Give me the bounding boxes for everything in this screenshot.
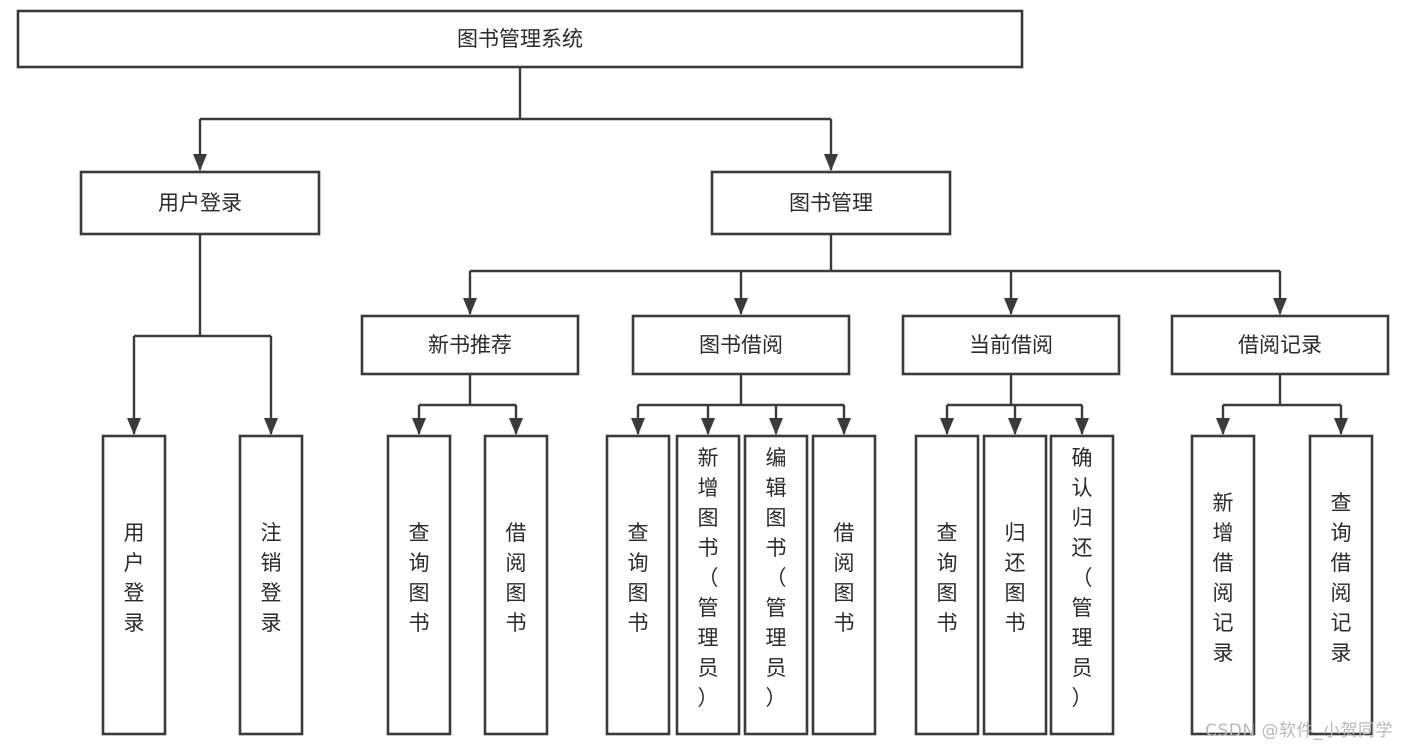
node-box-cb-query-book <box>914 434 980 736</box>
node-box-br-add-record <box>1190 434 1256 736</box>
node-box-br-query-record <box>1308 434 1374 736</box>
node-br-query-record[interactable]: 查询借阅记录 <box>1308 434 1374 736</box>
node-box-leaf-user-login <box>101 434 167 736</box>
arrow-head-icon <box>1075 418 1089 435</box>
node-box-leaf-user-logout <box>238 434 304 736</box>
node-box-cb-return-book <box>982 434 1048 736</box>
arrow-head-icon <box>701 418 715 435</box>
node-label-new-book-recommend: 新书推荐 <box>428 333 512 357</box>
arrow-head-icon <box>463 298 477 315</box>
node-box-bb-borrow-book <box>811 434 877 736</box>
node-label-cb-return-book: 归还图书 <box>1005 521 1026 635</box>
node-nb-borrow-book[interactable]: 借阅图书 <box>483 434 549 736</box>
node-label-borrow-record: 借阅记录 <box>1238 333 1322 357</box>
node-label-br-query-record: 查询借阅记录 <box>1331 491 1352 665</box>
connectors-layer <box>127 67 1348 435</box>
node-box-nb-borrow-book <box>483 434 549 736</box>
node-label-bb-edit-book: 编辑图书（管理员） <box>766 446 787 710</box>
node-label-bb-borrow-book: 借阅图书 <box>834 521 855 635</box>
node-br-add-record[interactable]: 新增借阅记录 <box>1190 434 1256 736</box>
node-box-book-borrow <box>631 314 851 376</box>
node-cb-confirm-return[interactable]: 确认归还（管理员） <box>1049 434 1115 736</box>
node-bb-borrow-book[interactable]: 借阅图书 <box>811 434 877 736</box>
arrow-head-icon <box>193 154 207 171</box>
node-label-cb-query-book: 查询图书 <box>937 521 958 635</box>
node-box-bb-add-book <box>675 434 741 736</box>
node-current-borrow[interactable]: 当前借阅 <box>901 314 1121 376</box>
node-label-user-login: 用户登录 <box>158 191 242 215</box>
arrow-head-icon <box>734 298 748 315</box>
node-label-current-borrow: 当前借阅 <box>969 333 1053 357</box>
node-cb-return-book[interactable]: 归还图书 <box>982 434 1048 736</box>
node-label-br-add-record: 新增借阅记录 <box>1213 491 1234 665</box>
node-box-current-borrow <box>901 314 1121 376</box>
arrow-head-icon <box>837 418 851 435</box>
arrow-head-icon <box>264 418 278 435</box>
node-label-leaf-user-login: 用户登录 <box>124 521 145 635</box>
node-book-borrow[interactable]: 图书借阅 <box>631 314 851 376</box>
arrow-head-icon <box>1273 298 1287 315</box>
arrow-head-icon <box>1004 298 1018 315</box>
csdn-watermark: CSDN @软件_小贺同学 <box>1205 721 1393 741</box>
node-box-user-login <box>79 170 321 236</box>
node-box-borrow-record <box>1170 314 1390 376</box>
arrow-head-icon <box>127 418 141 435</box>
node-label-cb-confirm-return: 确认归还（管理员） <box>1072 446 1093 710</box>
arrow-head-icon <box>631 418 645 435</box>
node-leaf-user-login[interactable]: 用户登录 <box>101 434 167 736</box>
arrow-head-icon <box>769 418 783 435</box>
node-box-bb-query-book <box>605 434 671 736</box>
node-box-cb-confirm-return <box>1049 434 1115 736</box>
node-new-book-recommend[interactable]: 新书推荐 <box>360 314 580 376</box>
arrow-head-icon <box>940 418 954 435</box>
node-box-bb-edit-book <box>743 434 809 736</box>
node-label-bb-query-book: 查询图书 <box>628 521 649 635</box>
node-box-book-management <box>710 170 952 236</box>
node-label-nb-borrow-book: 借阅图书 <box>506 521 527 635</box>
arrow-head-icon <box>509 418 523 435</box>
node-cb-query-book[interactable]: 查询图书 <box>914 434 980 736</box>
node-label-book-management: 图书管理 <box>789 191 873 215</box>
node-bb-add-book[interactable]: 新增图书（管理员） <box>675 434 741 736</box>
node-label-bb-add-book: 新增图书（管理员） <box>698 446 719 710</box>
node-nb-query-book[interactable]: 查询图书 <box>386 434 452 736</box>
node-leaf-user-logout[interactable]: 注销登录 <box>238 434 304 736</box>
node-user-login[interactable]: 用户登录 <box>79 170 321 236</box>
node-box-root <box>16 9 1024 69</box>
node-label-book-borrow: 图书借阅 <box>699 333 783 357</box>
nodes-layer: 图书管理系统用户登录图书管理新书推荐图书借阅当前借阅借阅记录用户登录注销登录查询… <box>16 9 1390 736</box>
node-label-nb-query-book: 查询图书 <box>409 521 430 635</box>
node-label-leaf-user-logout: 注销登录 <box>261 521 282 635</box>
node-box-nb-query-book <box>386 434 452 736</box>
node-box-new-book-recommend <box>360 314 580 376</box>
arrow-head-icon <box>1216 418 1230 435</box>
arrow-head-icon <box>1334 418 1348 435</box>
node-root[interactable]: 图书管理系统 <box>16 9 1024 69</box>
node-label-root: 图书管理系统 <box>457 27 583 51</box>
arrow-head-icon <box>1008 418 1022 435</box>
arrow-head-icon <box>412 418 426 435</box>
node-book-management[interactable]: 图书管理 <box>710 170 952 236</box>
node-borrow-record[interactable]: 借阅记录 <box>1170 314 1390 376</box>
node-bb-edit-book[interactable]: 编辑图书（管理员） <box>743 434 809 736</box>
node-bb-query-book[interactable]: 查询图书 <box>605 434 671 736</box>
arrow-head-icon <box>824 154 838 171</box>
